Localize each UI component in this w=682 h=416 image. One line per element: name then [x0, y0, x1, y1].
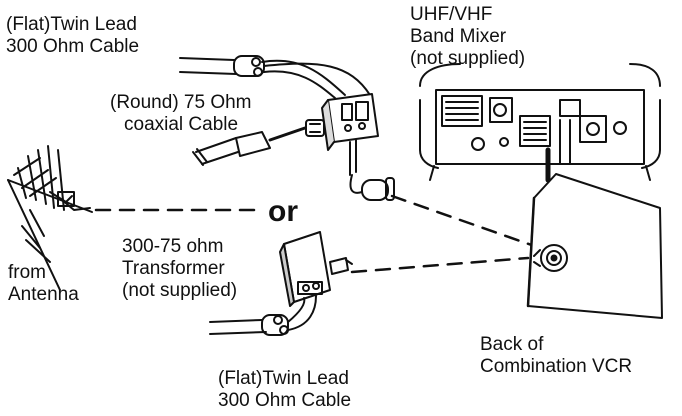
or-text: or: [268, 195, 298, 228]
twin-lead-cable-top: [179, 55, 371, 99]
antenna-label: from Antenna: [8, 262, 79, 306]
transformer-label: 300-75 ohm Transformer (not supplied): [122, 236, 237, 302]
twin-lead-top-label: (Flat)Twin Lead 300 Ohm Cable: [6, 14, 139, 58]
band-mixer-line-1: UHF/VHF: [410, 4, 493, 25]
dashed-connection-lines: [94, 194, 542, 274]
back-of-vcr-line-2: Combination VCR: [480, 356, 633, 377]
coaxial-line-2: coaxial Cable: [124, 114, 239, 135]
transformer-line-1: 300-75 ohm: [122, 236, 224, 257]
vcr-back-panel: [419, 63, 661, 183]
transformer-device: [279, 231, 353, 307]
transformer-line-2: Transformer: [122, 258, 225, 279]
band-mixer-line-3: (not supplied): [410, 48, 526, 69]
back-of-vcr-label: Back of Combination VCR: [480, 334, 632, 378]
twin-lead-top-line-2: 300 Ohm Cable: [6, 36, 140, 57]
twin-lead-bottom-line-1: (Flat)Twin Lead: [218, 368, 349, 389]
antenna-line-2: Antenna: [8, 284, 79, 305]
coaxial-label: (Round) 75 Ohm coaxial Cable: [110, 92, 252, 136]
antenna: [7, 145, 93, 291]
twin-lead-top-line-1: (Flat)Twin Lead: [6, 14, 137, 35]
antenna-line-1: from: [8, 262, 46, 283]
vcr-back-closeup: [526, 173, 663, 319]
transformer-line-3: (not supplied): [122, 280, 238, 301]
band-mixer-device: [305, 93, 379, 176]
twin-lead-cable-bottom: [209, 295, 317, 336]
back-of-vcr-line-1: Back of: [480, 334, 544, 355]
twin-lead-bottom-line-2: 300 Ohm Cable: [218, 390, 352, 411]
twin-lead-bottom-label: (Flat)Twin Lead 300 Ohm Cable: [218, 368, 351, 412]
coaxial-line-1: (Round) 75 Ohm: [110, 92, 252, 113]
band-mixer-label: UHF/VHF Band Mixer (not supplied): [410, 4, 525, 70]
band-mixer-line-2: Band Mixer: [410, 26, 507, 47]
mixer-output-connector: [349, 174, 395, 201]
coaxial-cable: [192, 126, 307, 166]
